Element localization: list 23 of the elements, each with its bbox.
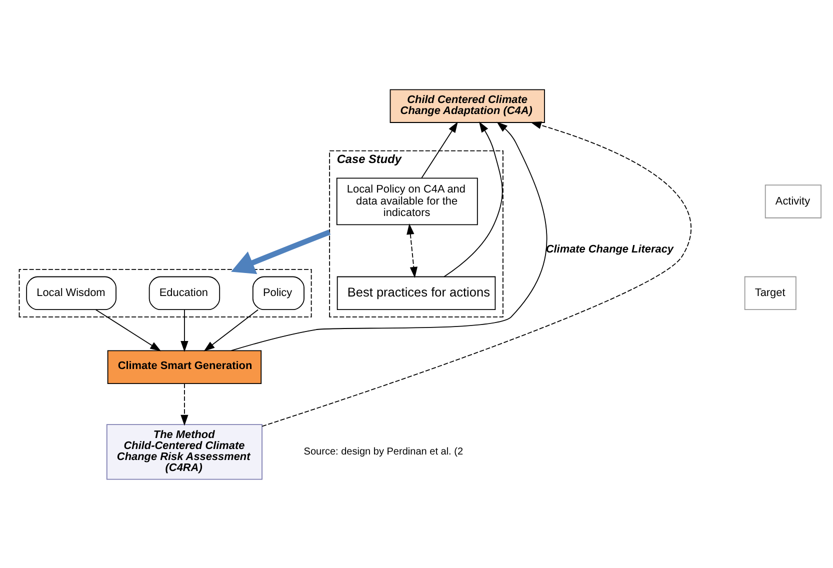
arrow	[230, 121, 548, 351]
arrow	[95, 308, 162, 351]
arrow	[406, 222, 418, 278]
node-box: Education	[148, 276, 220, 310]
arrow	[231, 229, 331, 274]
edge-label: Climate Change Literacy	[546, 243, 674, 256]
label: Source: design by Perdinan et al. (2	[304, 446, 464, 458]
node-box: Local Policy on C4A and data available for the indicators	[336, 177, 478, 225]
node-box: Policy	[252, 276, 304, 310]
arrow	[444, 120, 503, 277]
node-box: The Method Child-Centered Climate Change Risk Assessment (C4RA)	[106, 424, 262, 480]
node-box: Climate Smart Generation	[107, 350, 262, 384]
node-box: Activity	[764, 184, 822, 218]
cluster	[18, 268, 312, 317]
node-box: Target	[744, 276, 796, 310]
arrow	[262, 121, 692, 426]
arrow	[204, 308, 259, 351]
arrow	[180, 308, 188, 352]
arrow	[421, 121, 458, 178]
node-box: Child Centered Climate Change Adaptation (C4A)	[390, 88, 545, 122]
node-box: Local Wisdom	[26, 276, 116, 310]
node-box: Best practices for actions	[336, 276, 496, 310]
arrow	[180, 382, 188, 426]
